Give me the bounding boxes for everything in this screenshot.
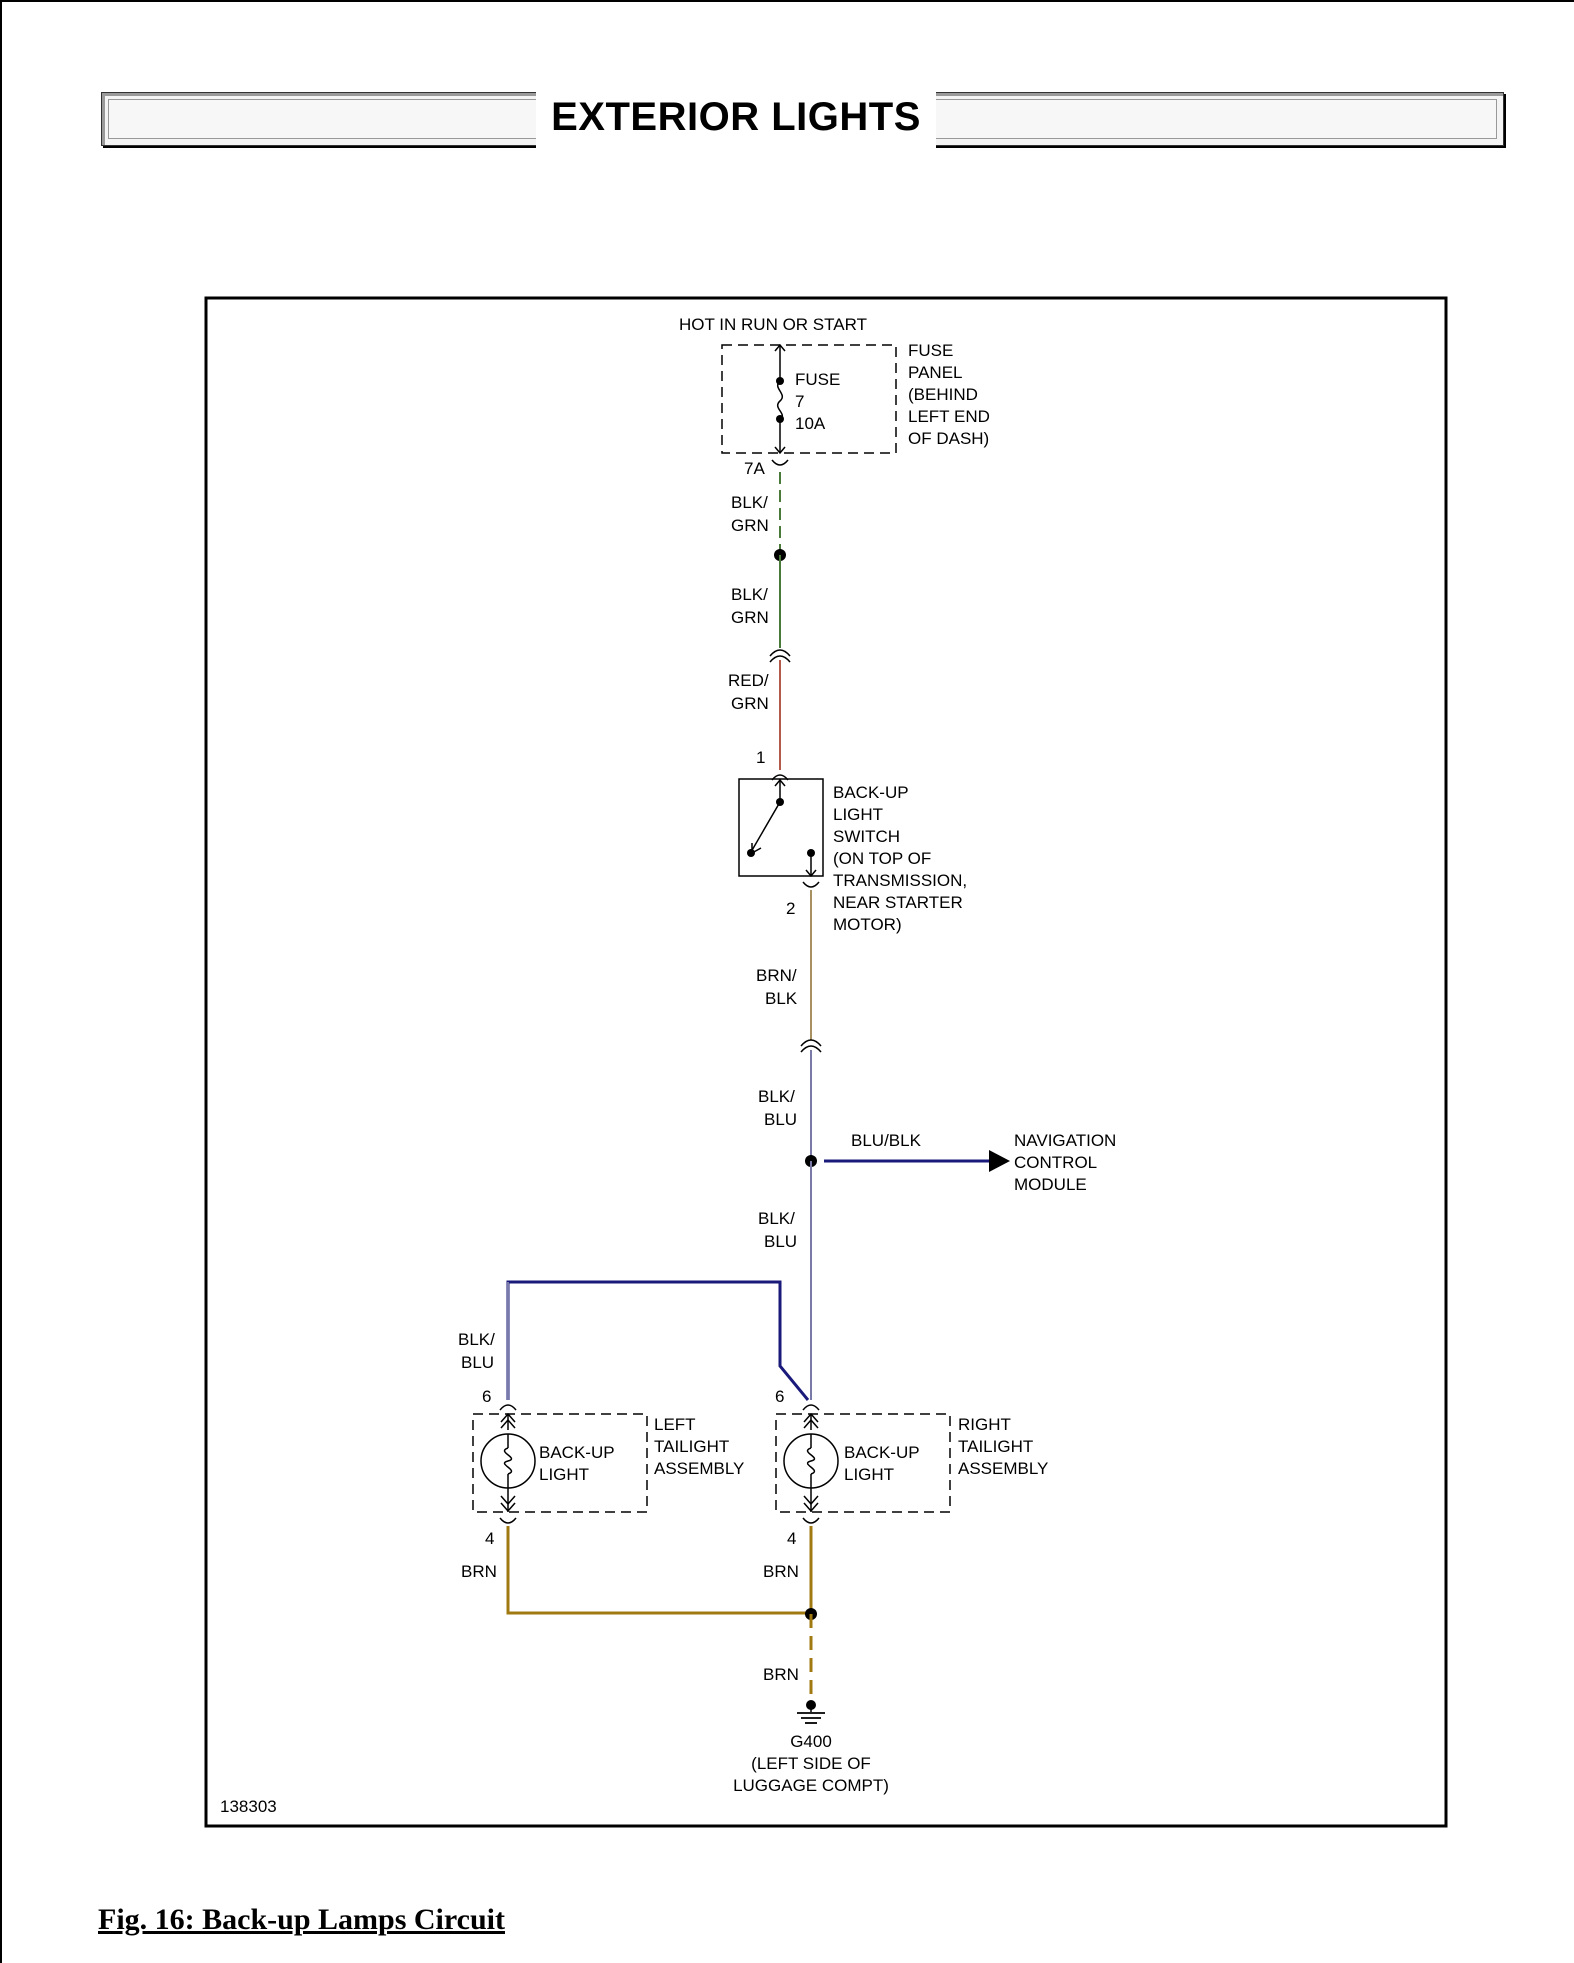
- svg-text:MODULE: MODULE: [1014, 1175, 1087, 1194]
- connector-7a-symbol: [771, 459, 789, 466]
- ground-g400-label: G400 (LEFT SIDE OF LUGGAGE COMPT): [733, 1732, 889, 1795]
- diagram-frame: [204, 296, 1448, 1828]
- ground-icon: [797, 1700, 825, 1724]
- nav-arrow: [989, 1150, 1010, 1172]
- fuse-symbol: [774, 343, 786, 455]
- fuse-panel-label: FUSE PANEL (BEHIND LEFT END OF DASH): [908, 341, 990, 448]
- wire-blk-grn-label-1a: BLK/: [731, 493, 768, 512]
- svg-text:NAVIGATION: NAVIGATION: [1014, 1131, 1116, 1150]
- fuse-panel-box: [721, 344, 897, 454]
- svg-text:BACK-UP: BACK-UP: [844, 1443, 920, 1462]
- switch-pin-1-label: 1: [756, 748, 765, 767]
- svg-text:ASSEMBLY: ASSEMBLY: [654, 1459, 744, 1478]
- wire-blk-blu-label-2b: BLU: [764, 1232, 797, 1251]
- svg-text:NEAR STARTER: NEAR STARTER: [833, 893, 963, 912]
- svg-text:(LEFT SIDE OF: (LEFT SIDE OF: [751, 1754, 871, 1773]
- wire-blk-blu-label-3b: BLU: [461, 1353, 494, 1372]
- left-pin-6-label: 6: [482, 1387, 491, 1406]
- left-pin-4-label: 4: [485, 1529, 494, 1548]
- wire-blk-grn-label-1b: GRN: [731, 516, 769, 535]
- right-backup-light-label: BACK-UP LIGHT: [844, 1443, 920, 1484]
- svg-text:LIGHT: LIGHT: [833, 805, 883, 824]
- wire-branch-left: [506, 1280, 810, 1401]
- left-pin-6-connector: [499, 1404, 517, 1411]
- left-tailight-assembly-box: [472, 1413, 648, 1513]
- inline-connector-1: [769, 649, 791, 663]
- wire-brn-blk-label-a: BRN/: [756, 966, 797, 985]
- wire-blk-blu-label-2a: BLK/: [758, 1209, 795, 1228]
- right-backup-bulb: [783, 1412, 839, 1513]
- svg-text:TRANSMISSION,: TRANSMISSION,: [833, 871, 967, 890]
- wire-brn-right-label: BRN: [763, 1562, 799, 1581]
- svg-text:CONTROL: CONTROL: [1014, 1153, 1097, 1172]
- right-tailight-assembly-label: RIGHT TAILIGHT ASSEMBLY: [958, 1415, 1048, 1478]
- power-source-label: HOT IN RUN OR START: [679, 315, 867, 334]
- svg-text:BACK-UP: BACK-UP: [833, 783, 909, 802]
- right-pin-6-connector: [802, 1404, 820, 1411]
- svg-text:LIGHT: LIGHT: [539, 1465, 589, 1484]
- page-title: EXTERIOR LIGHTS: [536, 82, 936, 152]
- svg-text:LIGHT: LIGHT: [844, 1465, 894, 1484]
- right-pin-6-label: 6: [775, 1387, 784, 1406]
- wire-blk-blu-label-1a: BLK/: [758, 1087, 795, 1106]
- switch-pin-2-label: 2: [786, 899, 795, 918]
- figure-caption: Fig. 16: Back-up Lamps Circuit: [98, 1903, 505, 1936]
- right-pin-4-label: 4: [787, 1529, 796, 1548]
- svg-text:LEFT: LEFT: [654, 1415, 696, 1434]
- svg-text:ASSEMBLY: ASSEMBLY: [958, 1459, 1048, 1478]
- svg-text:SWITCH: SWITCH: [833, 827, 900, 846]
- switch-contacts: [747, 778, 817, 878]
- svg-text:LUGGAGE COMPT): LUGGAGE COMPT): [733, 1776, 889, 1795]
- fuse-number: 7: [795, 392, 804, 411]
- wire-brn-blk-label-b: BLK: [765, 989, 798, 1008]
- left-backup-bulb: [480, 1412, 536, 1513]
- connector-7a-label: 7A: [744, 459, 765, 478]
- switch-pin-2-connector: [802, 881, 820, 888]
- navigation-control-module-label: NAVIGATION CONTROL MODULE: [1014, 1131, 1116, 1194]
- wire-red-grn-label-b: GRN: [731, 694, 769, 713]
- wire-blk-blu-label-1b: BLU: [764, 1110, 797, 1129]
- svg-text:FUSE: FUSE: [908, 341, 953, 360]
- backup-light-switch-label: BACK-UP LIGHT SWITCH (ON TOP OF TRANSMIS…: [833, 783, 967, 934]
- svg-text:BACK-UP: BACK-UP: [539, 1443, 615, 1462]
- svg-text:LEFT END: LEFT END: [908, 407, 990, 426]
- svg-text:(BEHIND: (BEHIND: [908, 385, 978, 404]
- diagram-id-number: 138303: [220, 1797, 277, 1816]
- wire-brn-left-label: BRN: [461, 1562, 497, 1581]
- right-tailight-assembly-box: [775, 1413, 951, 1513]
- wire-brn-ground-label: BRN: [763, 1665, 799, 1684]
- wire-red-grn-label-a: RED/: [728, 671, 769, 690]
- svg-text:G400: G400: [790, 1732, 832, 1751]
- inline-connector-2: [800, 1039, 822, 1053]
- fuse-name: FUSE: [795, 370, 840, 389]
- wire-blk-blu-label-3a: BLK/: [458, 1330, 495, 1349]
- left-backup-light-label: BACK-UP LIGHT: [539, 1443, 615, 1484]
- wire-blk-grn-label-2a: BLK/: [731, 585, 768, 604]
- right-pin-4-connector: [802, 1517, 820, 1524]
- svg-text:RIGHT: RIGHT: [958, 1415, 1011, 1434]
- wire-blu-blk-label: BLU/BLK: [851, 1131, 922, 1150]
- backup-light-switch-box: [738, 778, 824, 877]
- left-tailight-assembly-label: LEFT TAILIGHT ASSEMBLY: [654, 1415, 744, 1478]
- svg-text:MOTOR): MOTOR): [833, 915, 902, 934]
- left-pin-4-connector: [499, 1517, 517, 1524]
- svg-text:TAILIGHT: TAILIGHT: [958, 1437, 1033, 1456]
- wire-blk-grn-label-2b: GRN: [731, 608, 769, 627]
- svg-text:OF DASH): OF DASH): [908, 429, 989, 448]
- fuse-rating: 10A: [795, 414, 826, 433]
- svg-text:PANEL: PANEL: [908, 363, 963, 382]
- wire-brn-left: [506, 1526, 811, 1615]
- svg-text:TAILIGHT: TAILIGHT: [654, 1437, 729, 1456]
- svg-text:(ON TOP OF: (ON TOP OF: [833, 849, 931, 868]
